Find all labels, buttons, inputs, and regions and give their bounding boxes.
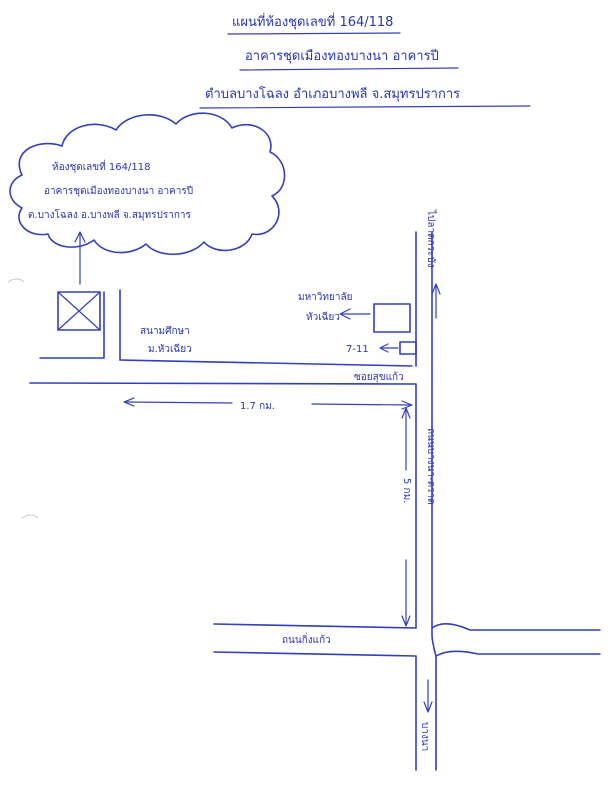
distance-vertical-arrow — [401, 407, 411, 627]
direction-arrow-up — [431, 283, 441, 319]
direction-label-top: ไปลาดกระบัง — [425, 209, 437, 268]
target-building — [57, 291, 101, 331]
building-pointer-arrow — [74, 231, 86, 285]
stadium-label-line1: สนามศึกษา — [140, 325, 190, 337]
header-address-underline — [199, 105, 531, 109]
direction-label-bottom: บางนา — [419, 722, 430, 751]
soi-label: ซอยสุขแก้ว — [354, 371, 404, 383]
cloud-callout: ห้องชุดเลขที่ 164/118 อาคารชุดเมืองทองบา… — [9, 112, 286, 255]
header-building: อาคารชุดเมืองทองบางนา อาคารปี — [245, 48, 439, 64]
seven-eleven-shop — [399, 341, 417, 355]
header: แผนที่ห้องชุดเลขที่ 164/118 อาคารชุดเมือ… — [199, 13, 531, 109]
soi-edge-top — [119, 359, 413, 367]
margin-mark-2 — [21, 514, 39, 519]
road-label-king-kaeo: ถนนกิ่งแก้ว — [282, 632, 331, 646]
distance-horizontal-arrow — [123, 397, 413, 410]
building-square — [57, 291, 101, 331]
king-kaeo-road-top — [213, 623, 417, 629]
university-building — [373, 303, 411, 333]
cloud-text-building: อาคารชุดเมืองทองบางนา อาคารปี — [44, 185, 193, 197]
direction-arrow-down — [423, 679, 433, 713]
margin-mark-1 — [7, 278, 25, 283]
header-title: แผนที่ห้องชุดเลขที่ 164/118 — [232, 13, 393, 30]
king-kaeo-road-east-bottom — [435, 650, 601, 657]
king-kaeo-road-bottom — [213, 651, 417, 657]
distance-vertical-label: 5 กม. — [401, 478, 412, 503]
seven-eleven-label: 7-11 — [346, 344, 369, 355]
stadium-label-line2: ม.หัวเฉียว — [148, 343, 192, 355]
building-cross — [57, 291, 101, 331]
seven-eleven-arrow — [379, 343, 399, 353]
header-title-underline — [227, 32, 401, 35]
university-arrow — [339, 308, 371, 320]
header-address: ตำบลบางโฉลง อำเภอบางพลี จ.สมุทรปราการ — [205, 86, 460, 102]
distance-horizontal-label: 1.7 กม. — [240, 401, 275, 412]
king-kaeo-road-east-top — [431, 622, 601, 631]
university-label-line2: หัวเฉียว — [306, 311, 340, 323]
compound-wall-left — [39, 291, 105, 359]
soi-edge-bottom — [29, 382, 417, 385]
road-label-bangna-trad: ถนนบางนา-ตราด — [425, 428, 436, 505]
cloud-text-address: ต.บางโฉลง อ.บางพลี จ.สมุทรปราการ — [28, 208, 192, 221]
cloud-text-unit: ห้องชุดเลขที่ 164/118 — [52, 159, 150, 173]
university-label-line1: มหาวิทยาลัย — [298, 292, 352, 303]
cloud-outline — [9, 112, 286, 255]
header-building-underline — [239, 67, 459, 71]
